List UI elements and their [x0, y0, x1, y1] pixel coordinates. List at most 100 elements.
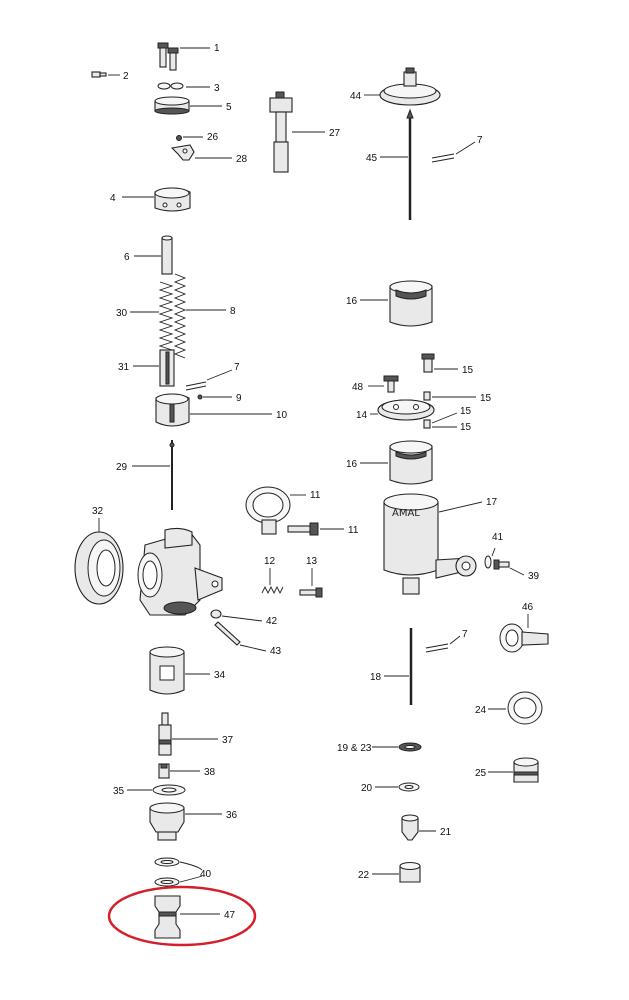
- part-4-cap[interactable]: [154, 187, 191, 212]
- label-5: 5: [226, 102, 232, 113]
- part-22-nut[interactable]: [399, 862, 421, 883]
- part-15-screw-c[interactable]: [423, 419, 431, 429]
- label-46: 46: [522, 602, 534, 613]
- part-7-clip[interactable]: [185, 381, 207, 391]
- part-20-washer[interactable]: [398, 782, 420, 792]
- label-21: 21: [440, 827, 452, 838]
- label-16b: 16: [346, 459, 358, 470]
- label-17: 17: [486, 497, 498, 508]
- part-38-main-jet[interactable]: [158, 763, 170, 779]
- label-44: 44: [350, 91, 362, 102]
- part-41-washer[interactable]: [484, 555, 492, 569]
- label-18: 18: [370, 672, 382, 683]
- label-3: 3: [214, 83, 220, 94]
- label-13: 13: [306, 556, 318, 567]
- part-11-screw[interactable]: [287, 522, 319, 536]
- part-45-float-needle[interactable]: [406, 108, 414, 220]
- part-19-23-washer[interactable]: [398, 742, 422, 752]
- label-1: 1: [214, 43, 220, 54]
- leader-42: [221, 615, 263, 622]
- part-7-clip-b[interactable]: [431, 153, 455, 163]
- label-40: 40: [200, 869, 212, 880]
- label-22: 22: [358, 870, 370, 881]
- part-21-jet[interactable]: [401, 814, 419, 841]
- label-36: 36: [226, 810, 238, 821]
- label-12: 12: [264, 556, 276, 567]
- label-10: 10: [276, 410, 288, 421]
- part-34-jet-block[interactable]: [149, 646, 185, 695]
- part-17-float-chamber[interactable]: AMAL: [383, 493, 477, 595]
- part-7-clip-c[interactable]: [425, 643, 449, 653]
- part-25-nut[interactable]: [513, 757, 539, 783]
- label-32: 32: [92, 506, 104, 517]
- leader-40: [179, 861, 203, 883]
- label-7b: 7: [477, 135, 483, 146]
- part-16-float[interactable]: [389, 280, 433, 327]
- label-15d: 15: [460, 422, 472, 433]
- part-3-washers[interactable]: [157, 82, 184, 90]
- part-1-screws[interactable]: [157, 42, 179, 71]
- part-27-adjuster[interactable]: [269, 91, 293, 173]
- part-8-spring[interactable]: [173, 273, 187, 359]
- part-42-nut[interactable]: [210, 609, 222, 619]
- label-15a: 15: [462, 365, 474, 376]
- part-43-stud[interactable]: [214, 621, 241, 646]
- part-35-washer[interactable]: [152, 784, 186, 796]
- part-48-screw[interactable]: [383, 375, 399, 393]
- label-7c: 7: [462, 629, 468, 640]
- label-41: 41: [492, 532, 504, 543]
- label-8: 8: [230, 306, 236, 317]
- part-30-spring[interactable]: [158, 281, 174, 355]
- leader-7a: [206, 369, 233, 381]
- label-4: 4: [110, 193, 116, 204]
- leader-15c1: [431, 412, 458, 424]
- part-16-float-b[interactable]: [389, 440, 433, 485]
- part-10-slide[interactable]: [155, 393, 190, 427]
- part-24-ring[interactable]: [507, 691, 543, 725]
- part-carburetor-body[interactable]: [137, 527, 223, 616]
- part-46-banjo[interactable]: [499, 623, 549, 653]
- part-13-screw[interactable]: [299, 587, 323, 598]
- part-6-tube[interactable]: [161, 235, 173, 275]
- label-19-23: 19 & 23: [337, 743, 372, 754]
- leader-41: [491, 547, 496, 557]
- label-31: 31: [118, 362, 130, 373]
- label-9: 9: [236, 393, 242, 404]
- part-5-ring-nut[interactable]: [154, 96, 190, 115]
- label-47: 47: [224, 910, 236, 921]
- part-2-screw[interactable]: [91, 71, 107, 78]
- label-11a: 11: [310, 490, 321, 501]
- part-36-jet-holder[interactable]: [149, 802, 185, 841]
- label-24: 24: [475, 705, 487, 716]
- label-16a: 16: [346, 296, 358, 307]
- part-44-top-cover[interactable]: [379, 67, 441, 106]
- part-37-needle-jet[interactable]: [158, 712, 172, 756]
- label-43: 43: [270, 646, 282, 657]
- label-48: 48: [352, 382, 364, 393]
- label-20: 20: [361, 783, 373, 794]
- label-29: 29: [116, 462, 128, 473]
- leader-39: [509, 567, 525, 576]
- part-40-washers[interactable]: [154, 857, 180, 887]
- part-47-banjo-bolt[interactable]: [154, 895, 181, 939]
- part-12-spring[interactable]: [261, 585, 284, 595]
- part-31-tube[interactable]: [159, 349, 175, 387]
- part-26-screw[interactable]: [176, 135, 182, 141]
- leader-17: [438, 501, 483, 513]
- part-11-clamp[interactable]: [245, 486, 291, 535]
- label-26: 26: [207, 132, 219, 143]
- part-39-screw[interactable]: [493, 559, 510, 570]
- part-15-screw-b[interactable]: [423, 391, 431, 401]
- leader-7c: [449, 635, 461, 645]
- label-30: 30: [116, 308, 128, 319]
- highlight-circle-part-47: [107, 885, 257, 947]
- part-32-air-intake[interactable]: [74, 531, 124, 605]
- part-28-bracket[interactable]: [170, 144, 195, 161]
- label-35: 35: [113, 786, 125, 797]
- part-15-screw-a[interactable]: [421, 353, 435, 373]
- part-9-pin[interactable]: [197, 394, 203, 400]
- part-29-needle[interactable]: [169, 440, 175, 510]
- part-14-chamber-top[interactable]: [377, 399, 435, 421]
- label-39: 39: [528, 571, 540, 582]
